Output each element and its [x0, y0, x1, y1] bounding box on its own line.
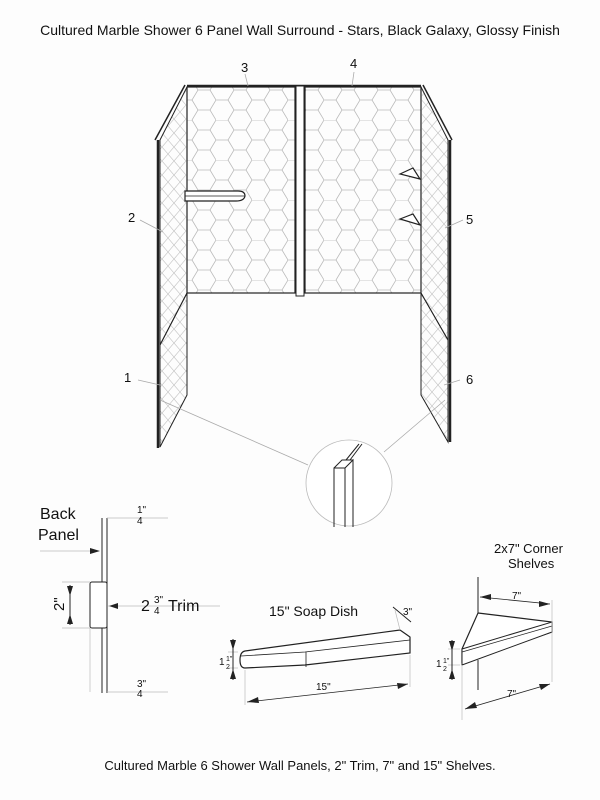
callout-1: 1 [124, 370, 131, 385]
soap-dish-height-num: 1" [226, 656, 233, 663]
soap-dish-height-den: 2 [226, 664, 230, 671]
installed-soap-dish [184, 190, 246, 202]
trim-den: 4 [154, 606, 160, 617]
corner-shelf-side-a: 7" [512, 591, 522, 602]
corner-shelf-side-b: 7" [507, 689, 517, 700]
diagram-caption: Cultured Marble 6 Shower Wall Panels, 2"… [104, 758, 496, 773]
trim-whole: 2 [141, 598, 150, 615]
callout-6: 6 [466, 372, 473, 387]
trim-word: Trim [168, 598, 199, 615]
trim-num: 3" [154, 595, 164, 606]
corner-shelf-height-num: 1" [443, 658, 450, 665]
callout-leaders [137, 71, 464, 466]
soap-dish-title: 15" Soap Dish [269, 603, 358, 619]
soap-dish-drawing [228, 606, 412, 705]
soap-dish-length: 15" [316, 682, 331, 693]
top-dim-den: 4 [137, 516, 143, 527]
trim-height-dim: 2" [51, 597, 68, 611]
corner-shelves-title-2: Shelves [508, 556, 555, 571]
diagram-title: Cultured Marble Shower 6 Panel Wall Surr… [40, 22, 560, 38]
trim-detail-circle [305, 439, 393, 527]
bottom-dim-den: 4 [137, 689, 143, 700]
soap-dish-height-whole: 1 [219, 657, 225, 668]
back-panel-label-2: Panel [38, 527, 79, 544]
corner-shelf-height-den: 2 [443, 666, 447, 673]
right-side-panels [420, 84, 453, 444]
soap-dish-depth: 3" [403, 607, 413, 618]
callout-3: 3 [241, 60, 248, 75]
trim-cross-section [40, 517, 220, 693]
left-side-panels [154, 84, 188, 448]
top-dim-num: 1" [137, 505, 147, 516]
callout-2: 2 [128, 210, 135, 225]
installed-corner-shelves [398, 167, 422, 227]
callout-5: 5 [466, 212, 473, 227]
corner-shelves-title-1: 2x7" Corner [494, 541, 564, 556]
corner-shelf-drawing [448, 577, 553, 720]
back-wall-panels [186, 84, 422, 297]
back-panel-label-1: Back [40, 506, 77, 523]
corner-shelf-height-whole: 1 [436, 659, 442, 670]
bottom-dim-num: 3" [137, 679, 147, 690]
callout-4: 4 [350, 56, 357, 71]
